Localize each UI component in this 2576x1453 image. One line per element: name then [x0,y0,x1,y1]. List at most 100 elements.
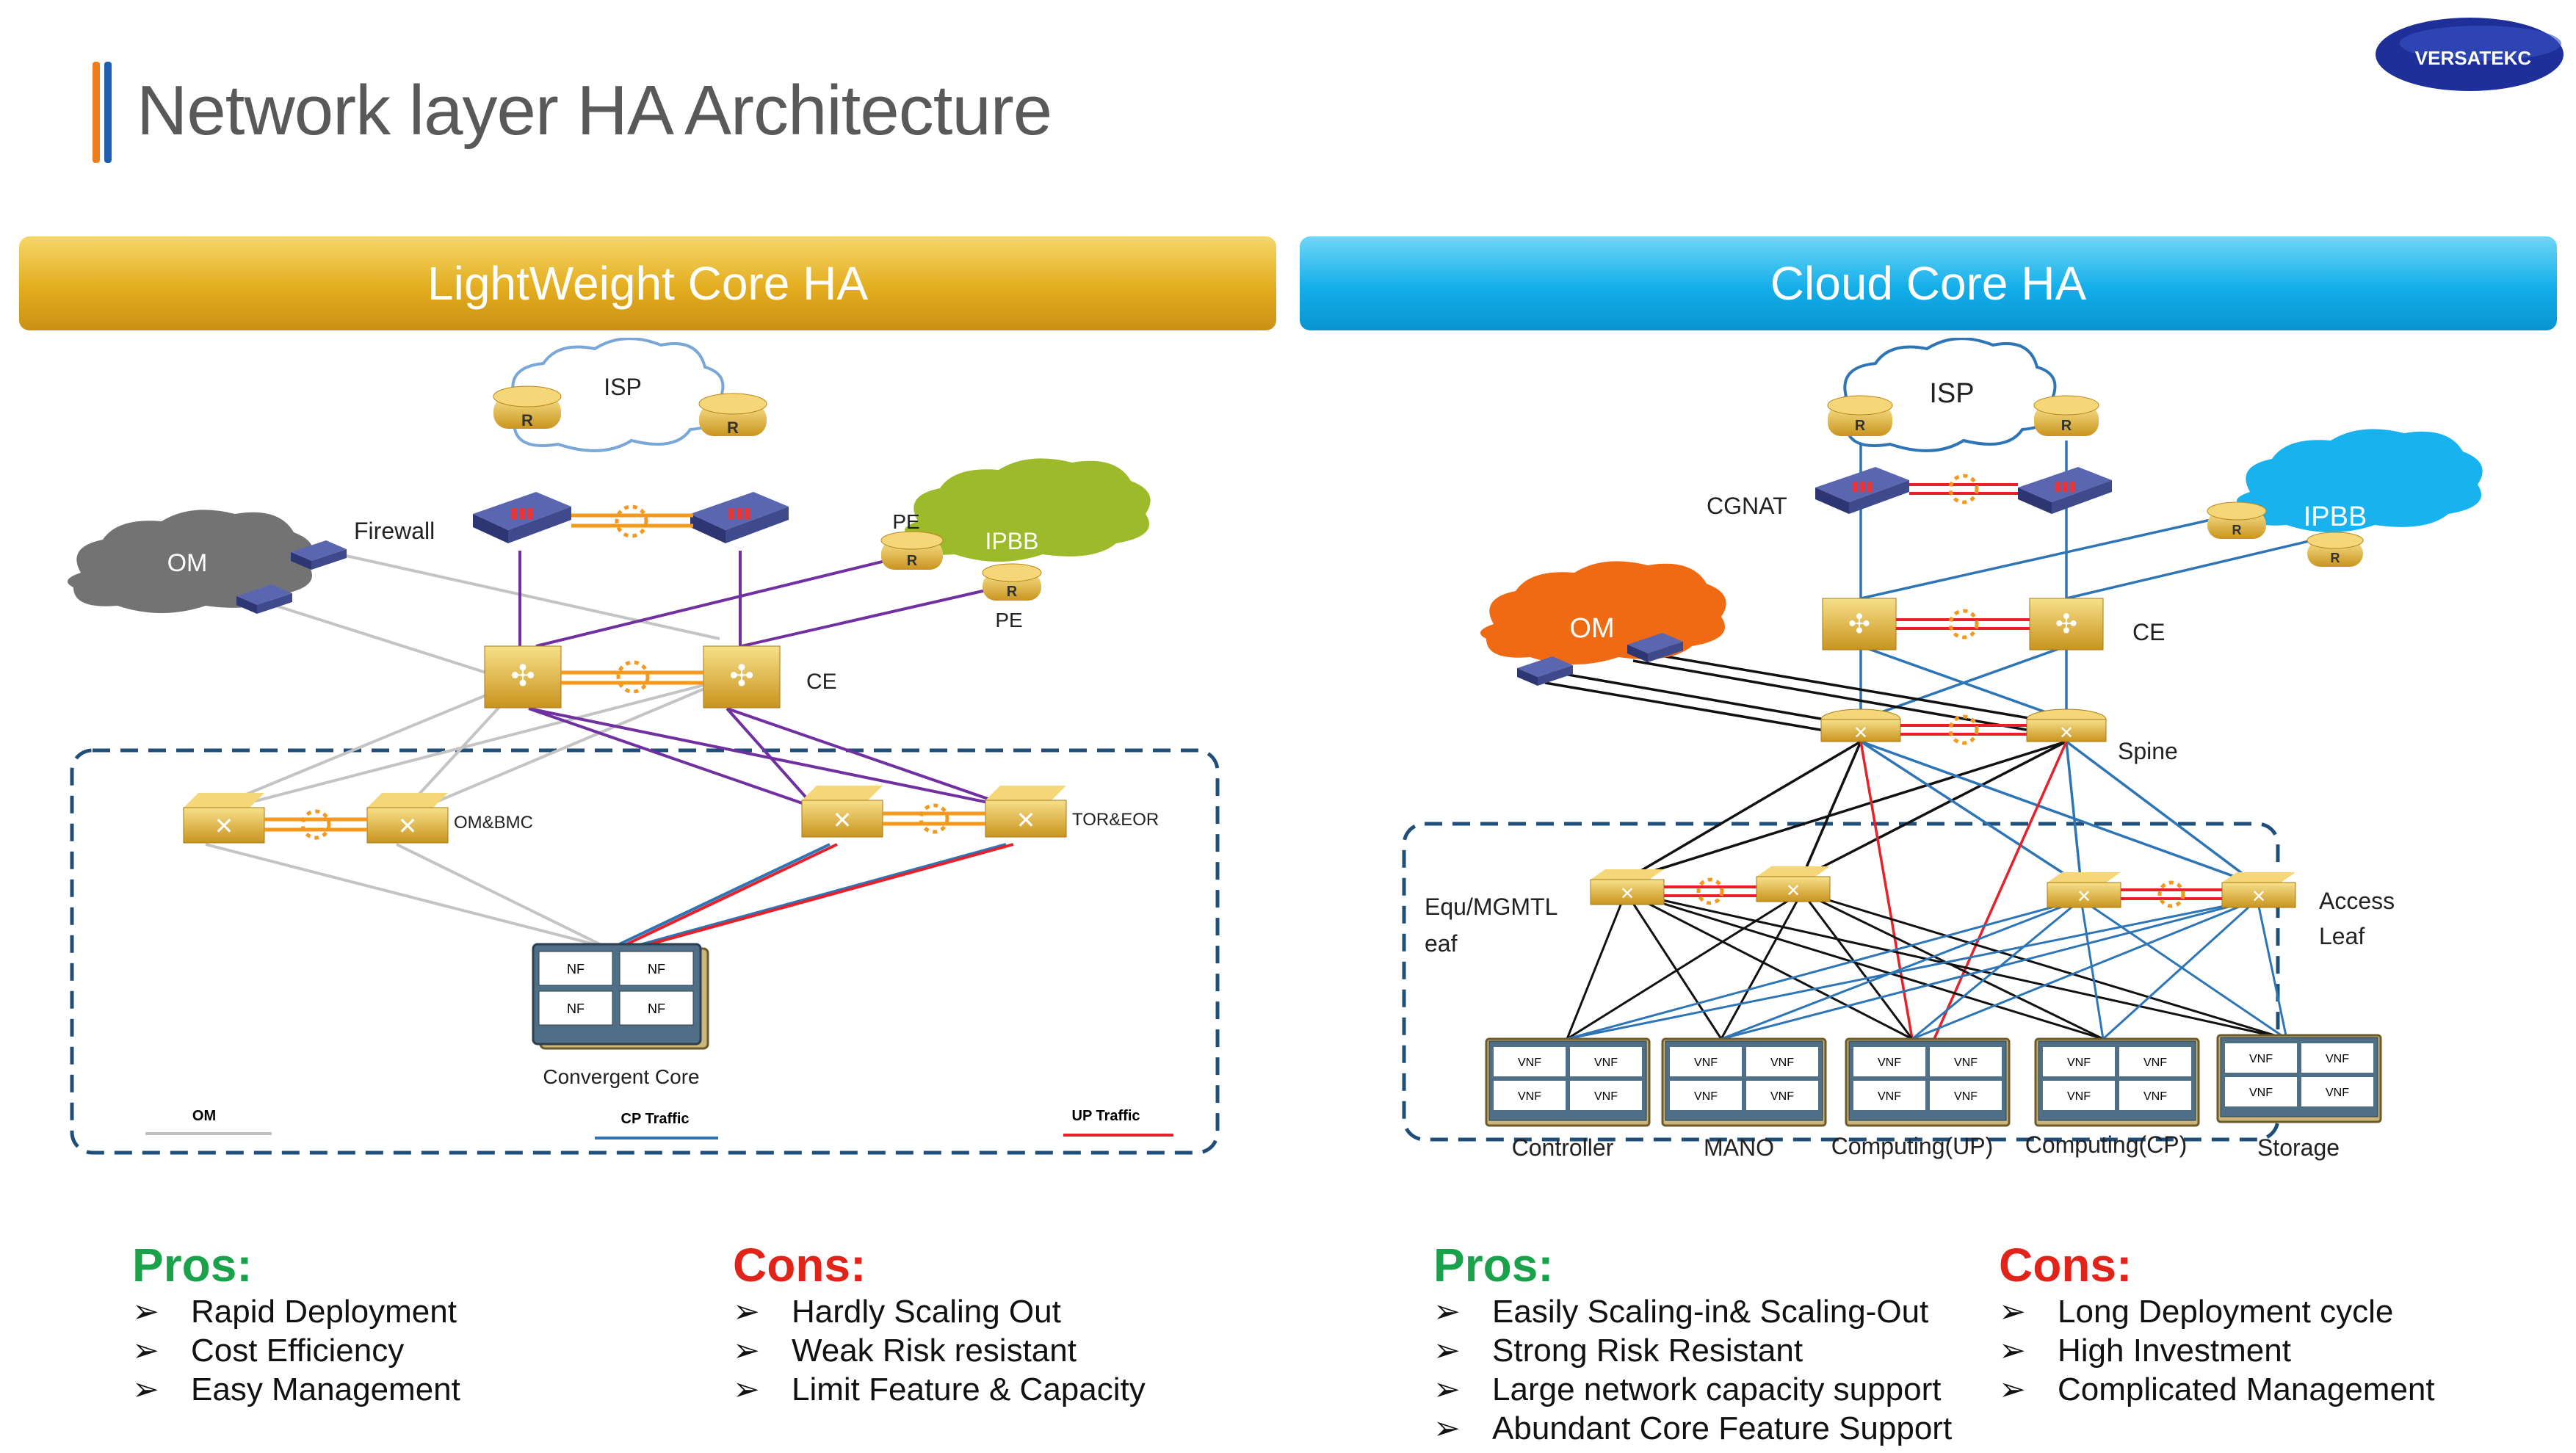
list-item: ➢Large network capacity support [1433,1372,1942,1407]
svg-text:✣: ✣ [510,660,535,692]
bullet-arrow-icon: ➢ [733,1333,760,1369]
list-item: ➢High Investment [1999,1333,2291,1369]
vnf-label: VNF [1694,1057,1718,1069]
cp-line-2 [631,843,1007,949]
bullet-arrow-icon: ➢ [1999,1333,2026,1369]
cgnat-firewall-right-icon: ▮▮▮ [2018,467,2112,514]
svg-text:▮▮▮: ▮▮▮ [1851,479,1873,493]
lightweight-core-diagram: ISP R R ▮▮▮ ▮▮▮ [68,338,1220,1155]
svg-text:R: R [727,418,739,437]
leaf-server-cp-lines [1566,898,2288,1040]
ha-ring-icon [1948,714,1979,745]
isp-router-left-icon: R [493,385,562,430]
ce-switch-left-icon: ✣ [484,645,562,709]
spine-leaf-om-lines [1625,740,2067,881]
svg-text:✕: ✕ [2251,887,2266,907]
title-accent-blue [104,62,112,163]
right-ce-label: CE [2132,619,2165,645]
pe-bottom-label: PE [995,609,1022,631]
left-cons-title: Cons: [733,1239,866,1291]
title-accent-orange [93,62,100,163]
om-bmc-ha-link [264,817,367,832]
controller-server-icon: VNF VNF VNF VNF [1485,1037,1651,1127]
vnf-label: VNF [2249,1087,2273,1099]
om-firewall-top-icon [1627,633,1683,662]
pe-router-bottom-icon: R [982,563,1042,601]
list-item: ➢Long Deployment cycle [1999,1294,2394,1330]
pe-top-label: PE [892,510,919,533]
vnf-label: VNF [2326,1087,2349,1099]
svg-text:✣: ✣ [2055,609,2077,639]
computing-up-server-icon: VNF VNF VNF VNF [1845,1037,2011,1127]
cgnat-ha-link [1909,483,2018,495]
vnf-label: VNF [1594,1057,1618,1069]
firewall-ha-link [571,513,693,528]
legend-om-label: OM [192,1108,216,1124]
ipbb-cloud [905,458,1151,562]
svg-text:R: R [2331,551,2340,565]
vnf-label: VNF [1954,1057,1978,1069]
controller-label: Controller [1512,1134,1614,1161]
nf-label: NF [648,962,665,976]
svg-text:✕: ✕ [2077,887,2091,907]
svg-text:▮▮▮: ▮▮▮ [727,505,751,521]
spine-switch-right-icon: ✕ [2026,709,2107,743]
vnf-label: VNF [1770,1057,1794,1069]
cp-line-1 [612,843,831,949]
left-pros-title: Pros: [132,1239,253,1291]
leaf-server-om-lines [1566,891,2287,1040]
svg-text:R: R [907,553,918,569]
bullet-arrow-icon: ➢ [733,1294,760,1330]
om-lines [1530,652,2060,736]
purple-lines [518,551,1014,809]
up-line-1 [620,843,838,949]
right-ipbb-label: IPBB [2304,501,2367,532]
vnf-label: VNF [2249,1053,2273,1065]
vnf-label: VNF [2326,1053,2349,1065]
right-isp-label: ISP [1929,378,1974,409]
vnf-label: VNF [1878,1057,1901,1069]
spine-leaf-cp-lines [1860,740,2259,886]
firewall-right-icon: ▮▮▮ [690,492,789,543]
vnf-label: VNF [2143,1057,2167,1069]
ce-switch-right-icon: ✣ [2029,598,2104,651]
vnf-label: VNF [2067,1090,2091,1103]
om-bmc-switch-right-icon: ✕ [366,793,449,844]
ce-switch-right-icon: ✣ [703,645,781,709]
svg-text:✕: ✕ [214,813,234,839]
svg-text:✕: ✕ [398,813,418,839]
left-pros-list: ➢Rapid Deployment ➢Cost Efficiency ➢Easy… [132,1292,460,1409]
svg-text:✕: ✕ [1786,881,1801,901]
mgmt-leaf-switch-right-icon: ✕ [1756,866,1831,902]
svg-text:R: R [1007,584,1018,600]
svg-text:✕: ✕ [2059,723,2074,743]
right-cons-list: ➢Long Deployment cycle ➢High Investment … [1999,1292,2435,1409]
isp-router-right-icon: R [2033,395,2099,436]
vnf-label: VNF [1518,1057,1541,1069]
firewall-label: Firewall [354,518,435,544]
tor-eor-ha-link [883,811,985,826]
vnf-label: VNF [1770,1090,1794,1103]
list-item: ➢Limit Feature & Capacity [733,1372,1146,1407]
list-item: ➢Cost Efficiency [132,1333,405,1369]
bullet-arrow-icon: ➢ [132,1294,159,1330]
vnf-label: VNF [2143,1090,2167,1103]
convergent-core-server-icon: NF NF NF NF [532,943,709,1050]
isp-router-right-icon: R [698,393,767,437]
bullet-arrow-icon: ➢ [1433,1372,1461,1407]
svg-text:✕: ✕ [1853,723,1868,743]
list-item: ➢Hardly Scaling Out [733,1294,1061,1330]
vnf-label: VNF [1594,1090,1618,1103]
access-leaf-switch-left-icon: ✕ [2047,872,2121,908]
isp-router-left-icon: R [1827,395,1893,436]
ipbb-router-left-icon: R [2207,501,2267,539]
svg-text:✕: ✕ [1016,807,1036,833]
bullet-arrow-icon: ➢ [1999,1294,2026,1330]
access-leaf-switch-right-icon: ✕ [2221,872,2296,908]
svg-text:R: R [2232,523,2242,537]
list-item: ➢Easy Management [132,1372,460,1407]
storage-server-icon: VNF VNF VNF VNF [2216,1034,2382,1123]
convergent-core-label: Convergent Core [543,1065,699,1088]
bullet-arrow-icon: ➢ [1433,1410,1461,1446]
storage-label: Storage [2257,1134,2340,1161]
